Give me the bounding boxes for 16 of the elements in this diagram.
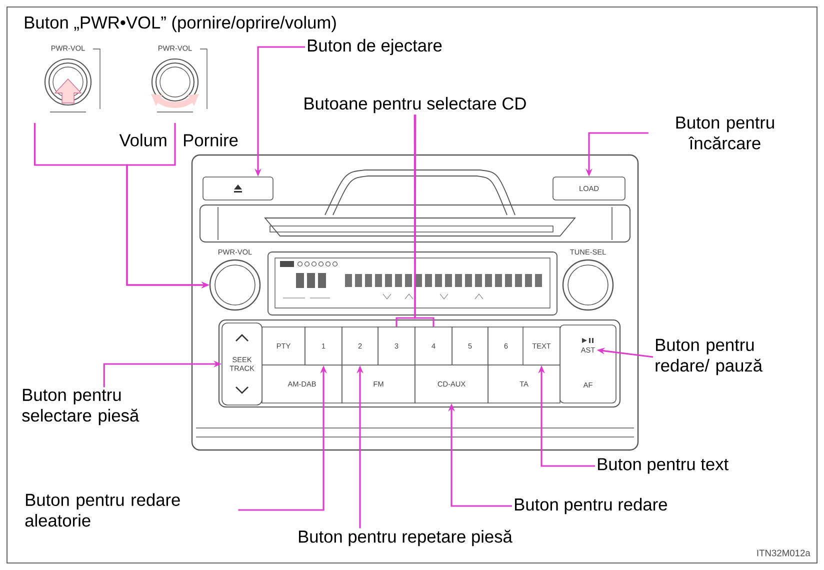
callout-text: Buton pentru redare/ pauză <box>656 338 762 376</box>
callout-text: Buton pentru repetare piesă <box>298 530 512 546</box>
leader-line <box>414 114 434 327</box>
callout-text: Butoane pentru selectare CD <box>304 96 526 114</box>
callout-text: Buton pentru redare <box>515 498 667 514</box>
leader-line <box>396 114 416 327</box>
callout-text: Buton pentru text <box>598 458 728 474</box>
callout-text: Buton pentru încărcare <box>676 116 774 150</box>
callout-text: Buton de ejectare <box>308 38 442 56</box>
heading: Buton „PWR•VOL” (pornire/oprire/volum) <box>25 16 336 32</box>
part-label: Pornire <box>184 134 238 146</box>
button <box>202 176 274 200</box>
callout-text: Buton pentru redare aleatorie <box>25 493 180 527</box>
callout-text: Buton pentru selectare piesă <box>22 388 140 426</box>
figure-code: ITN32M012a <box>757 550 810 556</box>
part-label: Volum <box>119 134 166 146</box>
